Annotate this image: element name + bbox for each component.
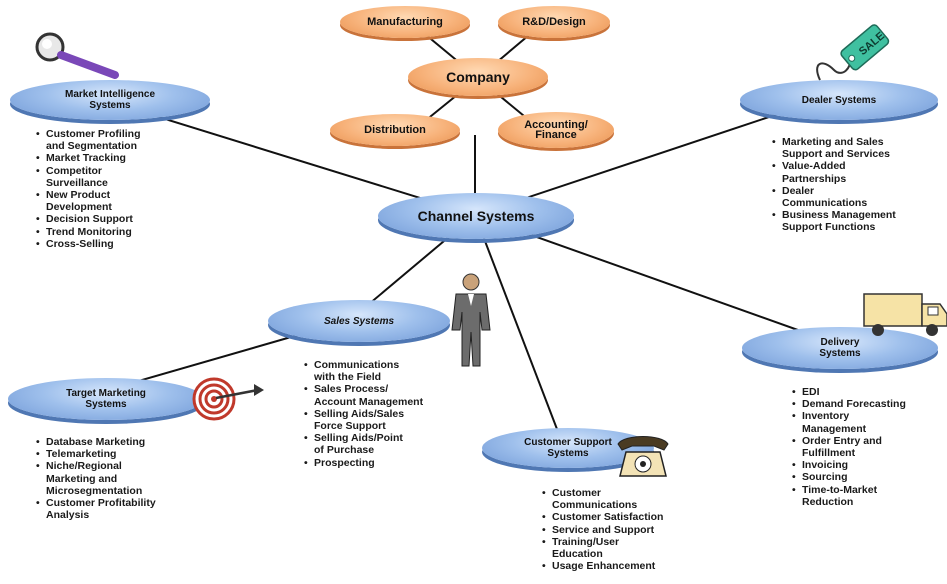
list-item: New Product Development	[34, 189, 141, 213]
node-distribution: Distribution	[330, 114, 460, 146]
list-item: Customer Profitability Analysis	[34, 497, 156, 521]
node-company: Company	[408, 58, 548, 96]
telephone-icon	[617, 436, 669, 477]
node-dealer: Dealer Systems	[740, 80, 938, 120]
dealer-list: Marketing and Sales Support and Services…	[770, 136, 896, 234]
node-dealer-label: Dealer Systems	[801, 94, 877, 106]
list-item: Selling Aids/Point of Purchase	[302, 432, 423, 456]
node-target-marketing-label: Target Marketing Systems	[66, 388, 146, 410]
salesperson-icon	[451, 273, 491, 367]
node-target-marketing: Target Marketing Systems	[8, 378, 204, 420]
delivery-list: EDIDemand ForecastingInventory Managemen…	[790, 386, 906, 508]
target-marketing-list: Database MarketingTelemarketingNiche/Reg…	[34, 436, 156, 521]
list-item: Selling Aids/Sales Force Support	[302, 408, 423, 432]
list-item: Database Marketing	[34, 436, 156, 448]
list-item: Time-to-Market Reduction	[790, 484, 906, 508]
node-market-intelligence: Market Intelligence Systems	[10, 80, 210, 120]
list-item: Customer Satisfaction	[540, 511, 663, 523]
node-company-label: Company	[446, 68, 510, 85]
node-rd-design: R&D/Design	[498, 6, 610, 38]
node-sales: Sales Systems	[268, 300, 450, 342]
list-item: Service and Support	[540, 524, 663, 536]
list-item: Market Tracking	[34, 152, 141, 164]
list-item: Value-Added Partnerships	[770, 160, 896, 184]
list-item: Training/User Education	[540, 536, 663, 560]
node-rd-design-label: R&D/Design	[522, 15, 586, 28]
list-item: Business Management Support Functions	[770, 209, 896, 233]
sales-list: Communications with the FieldSales Proce…	[302, 359, 423, 469]
connector-hub-market	[119, 104, 476, 216]
list-item: Niche/Regional Marketing and Microsegmen…	[34, 460, 156, 497]
node-delivery-label: Delivery Systems	[819, 337, 861, 359]
node-delivery: Delivery Systems	[742, 327, 938, 369]
market-intelligence-list: Customer Profiling and SegmentationMarke…	[34, 128, 141, 250]
node-market-intelligence-label: Market Intelligence Systems	[64, 89, 156, 111]
node-manufacturing-label: Manufacturing	[367, 15, 443, 28]
list-item: Sourcing	[790, 471, 906, 483]
list-item: Customer Profiling and Segmentation	[34, 128, 141, 152]
list-item: EDI	[790, 386, 906, 398]
node-accounting-finance-label: Accounting/ Finance	[524, 119, 588, 141]
list-item: Sales Process/ Account Management	[302, 383, 423, 407]
node-distribution-label: Distribution	[364, 123, 426, 136]
list-item: Usage Enhancement	[540, 560, 663, 572]
list-item: Customer Communications	[540, 487, 663, 511]
node-customer-support-label: Customer Support Systems	[524, 437, 612, 459]
target-icon	[192, 377, 264, 421]
connector-hub-support	[474, 214, 566, 451]
node-sales-label: Sales Systems	[323, 315, 395, 327]
list-item: Marketing and Sales Support and Services	[770, 136, 896, 160]
connector-hub-delivery	[474, 214, 841, 346]
node-channel-systems: Channel Systems	[378, 193, 574, 239]
truck-icon	[863, 293, 947, 336]
list-item: Inventory Management	[790, 410, 906, 434]
list-item: Trend Monitoring	[34, 226, 141, 238]
list-item: Decision Support	[34, 213, 141, 225]
list-item: Telemarketing	[34, 448, 156, 460]
list-item: Cross-Selling	[34, 238, 141, 250]
node-accounting-finance: Accounting/ Finance	[498, 112, 614, 148]
node-channel-systems-label: Channel Systems	[417, 207, 535, 224]
sale-tag-icon: SALE	[816, 24, 890, 81]
list-item: Order Entry and Fulfillment	[790, 435, 906, 459]
list-item: Dealer Communications	[770, 185, 896, 209]
list-item: Demand Forecasting	[790, 398, 906, 410]
magnifying-glass-icon	[35, 32, 119, 79]
node-manufacturing: Manufacturing	[340, 6, 470, 38]
list-item: Communications with the Field	[302, 359, 423, 383]
customer-support-list: Customer CommunicationsCustomer Satisfac…	[540, 487, 663, 573]
list-item: Invoicing	[790, 459, 906, 471]
list-item: Competitor Surveillance	[34, 165, 141, 189]
list-item: Prospecting	[302, 457, 423, 469]
